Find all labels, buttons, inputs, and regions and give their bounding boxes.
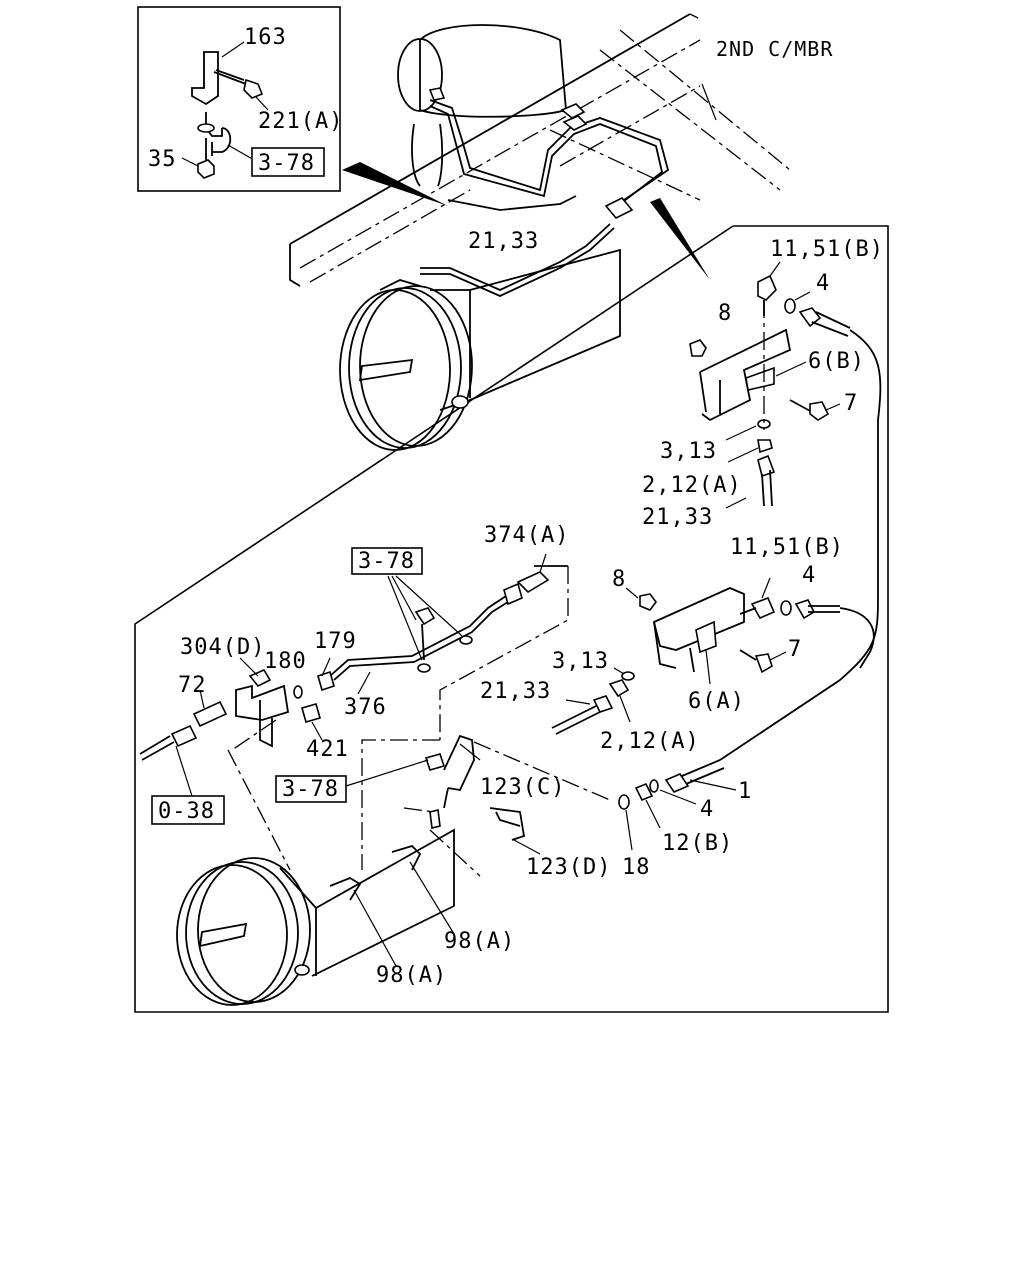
brake-lines-upper: [420, 87, 670, 297]
label-123c: 123(C): [480, 775, 565, 800]
label-3-13-lower: 3,13: [552, 649, 609, 674]
ref-box-mid-leader: [345, 759, 429, 787]
label-3-13-upper: 3,13: [660, 439, 717, 464]
label-180: 180: [264, 649, 307, 674]
ref-text-upper: 3-78: [358, 549, 415, 574]
label-98a-left: 98(A): [376, 963, 447, 988]
nut-12b: [634, 782, 661, 829]
label-21-33-top: 21,33: [468, 229, 539, 254]
label-6b: 6(B): [808, 349, 865, 374]
label-21-33-lower: 21,33: [480, 679, 551, 704]
label-7-lower: 7: [788, 637, 802, 662]
inset-clip-3-78: [197, 112, 255, 161]
label-163: 163: [244, 25, 287, 50]
label-179: 179: [314, 629, 357, 654]
label-12b: 12(B): [662, 831, 733, 856]
bracket-6b-upper: [699, 328, 807, 422]
label-2-12a-lower: 2,12(A): [600, 729, 700, 754]
bracket-123c: [424, 734, 481, 809]
pipe-376: [329, 595, 509, 695]
label-304d: 304(D): [180, 635, 265, 660]
ref-text-0-38: 0-38: [158, 799, 215, 824]
nut-2-12a-upper: [727, 439, 773, 463]
part-421: [301, 703, 323, 741]
label-376: 376: [344, 695, 387, 720]
bolt-7-upper: [789, 399, 841, 421]
label-4-upper: 4: [816, 271, 830, 296]
washer-3-13-upper: [725, 300, 771, 441]
fitting-374a: [503, 553, 568, 606]
tube-21-33-upper: [725, 454, 776, 509]
brake-chamber-lower: [176, 828, 455, 1006]
detail-frame: [134, 225, 889, 1013]
leader-wedge-detail: [650, 198, 710, 280]
label-2nd-cross-member: 2ND C/MBR: [716, 37, 833, 61]
part-180: [293, 685, 303, 699]
inset-bolt-221a: [213, 69, 269, 111]
chassis-frame-rail: [289, 13, 701, 287]
label-221a: 221(A): [258, 109, 343, 134]
bracket-123d: [489, 807, 541, 855]
inset-bracket-163: [191, 41, 245, 106]
nut-8-lower: [625, 587, 657, 611]
label-421: 421: [306, 737, 349, 762]
label-18: 18: [622, 855, 651, 880]
leader-wedge-inset: [342, 162, 448, 206]
washer-4-lower: [649, 779, 697, 805]
bracket-6a-lower: [652, 587, 745, 685]
hose-fitting-upper: [719, 307, 882, 761]
center-dash-lines: [227, 566, 611, 877]
part-179: [317, 657, 335, 692]
ref-box-upper-arrows: [387, 575, 463, 661]
label-1: 1: [738, 779, 752, 804]
washer-18: [618, 794, 633, 851]
label-35: 35: [148, 147, 177, 172]
washer-3-13-lower: [613, 667, 635, 681]
label-11-51b-lower: 11,51(B): [730, 535, 844, 560]
connector-11-51b-lower: [739, 577, 776, 620]
ref-box-mid: [275, 775, 347, 803]
label-72: 72: [178, 673, 207, 698]
washer-4-mid: [780, 600, 792, 616]
label-8-upper: 8: [718, 301, 732, 326]
washer-4-upper: [784, 291, 811, 314]
nut-2-12a-lower: [608, 679, 631, 723]
air-tank-upper: [397, 24, 567, 187]
ref-box-0-38: [151, 795, 225, 825]
label-374a: 374(A): [484, 523, 569, 548]
ref-box-upper: [351, 547, 423, 575]
bolt-7-lower: [739, 649, 787, 674]
bolt-upper-3-78: [414, 607, 436, 673]
tube-1: [664, 759, 737, 793]
ref-text-mid: 3-78: [282, 777, 339, 802]
connector-11-51b-upper: [757, 261, 781, 316]
label-123d: 123(D): [526, 855, 611, 880]
label-7-upper: 7: [844, 391, 858, 416]
hose-fitting-mid: [794, 599, 875, 669]
brake-chamber-upper: [339, 248, 621, 451]
label-4-lower: 4: [700, 797, 714, 822]
label-2-12a-upper: 2,12(A): [642, 473, 742, 498]
inset-nut-35: [181, 138, 215, 179]
nut-8-upper: [689, 339, 707, 357]
label-4-mid: 4: [802, 563, 816, 588]
ref-box-inset: [251, 147, 325, 177]
label-11-51b-upper: 11,51(B): [770, 237, 884, 262]
inset-frame: [137, 6, 341, 192]
part-72: [139, 689, 228, 797]
label-8-lower: 8: [612, 567, 626, 592]
label-6a: 6(A): [688, 689, 745, 714]
part-304d: [235, 657, 290, 748]
cross-member-2nd: [549, 29, 791, 201]
ref-text-inset: 3-78: [258, 151, 315, 176]
label-21-33-upper: 21,33: [642, 505, 713, 530]
label-98a-right: 98(A): [444, 929, 515, 954]
bolt-mid: [429, 809, 441, 829]
tube-21-33-lower: [551, 695, 614, 735]
